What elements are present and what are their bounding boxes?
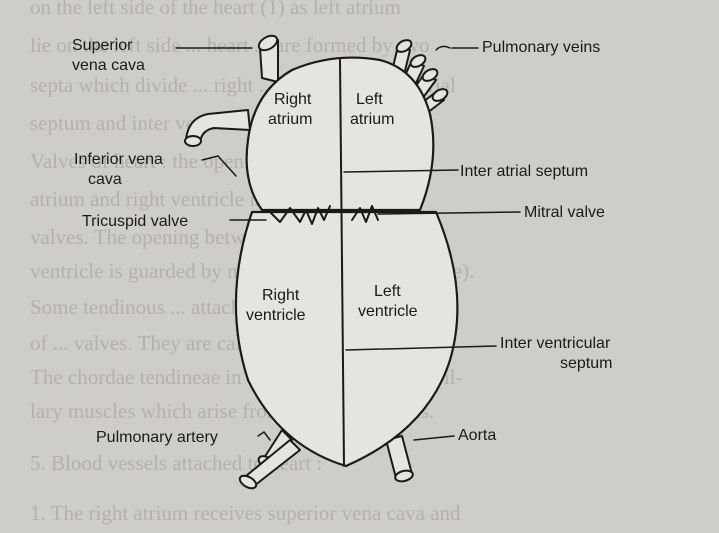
- aorta-vessel: [385, 435, 414, 483]
- label-superior-vena-cava: Superior: [72, 37, 133, 54]
- label-pulmonary-artery: Pulmonary artery: [96, 429, 218, 446]
- leader-aorta: [413, 435, 455, 441]
- label-inferior-vena-cava-2: cava: [88, 171, 122, 188]
- septum-line: [339, 59, 345, 467]
- pulmonary-artery-vessel: [238, 429, 301, 490]
- label-superior-vena-cava-2: vena cava: [72, 57, 145, 74]
- label-inferior-vena-cava: Inferior vena: [74, 151, 163, 168]
- label-right-atrium-2: atrium: [268, 111, 312, 128]
- label-pulmonary-veins: Pulmonary veins: [482, 39, 600, 56]
- leader-inter-ventricular-septum: [345, 345, 497, 351]
- ventricles-outline: [234, 210, 459, 468]
- label-tricuspid-valve: Tricuspid valve: [82, 213, 188, 230]
- leader-inferior-vena-cava: [201, 155, 237, 177]
- tricuspid-valve: [269, 205, 331, 225]
- label-inter-atrial-septum: Inter atrial septum: [460, 163, 588, 180]
- label-left-ventricle-2: ventricle: [358, 303, 418, 320]
- label-inter-ventricular-septum-2: septum: [560, 355, 612, 372]
- leader-pulmonary-veins: [435, 45, 451, 51]
- mitral-valve: [351, 205, 379, 223]
- background-line: on the left side of the heart (1) as lef…: [30, 0, 401, 19]
- background-line: 1. The right atrium receives superior ve…: [30, 501, 461, 525]
- label-left-atrium: Left: [356, 91, 383, 108]
- leader-pulmonary-artery: [257, 430, 271, 441]
- label-aorta: Aorta: [458, 427, 496, 444]
- superior-vena-cava-opening: [257, 34, 279, 52]
- label-left-atrium-2: atrium: [350, 111, 394, 128]
- background-line: lie on the left side ... heart ... are f…: [30, 33, 429, 57]
- label-left-ventricle: Left: [374, 283, 401, 300]
- label-right-ventricle: Right: [262, 287, 300, 304]
- label-inter-ventricular-septum: Inter ventricular: [500, 335, 611, 352]
- leader-inter-atrial-septum: [343, 169, 459, 173]
- label-right-atrium: Right: [274, 91, 312, 108]
- inferior-vena-cava-opening: [184, 135, 202, 147]
- leader-mitral-valve: [377, 211, 521, 215]
- label-right-ventricle-2: ventricle: [246, 307, 306, 324]
- label-mitral-valve: Mitral valve: [524, 204, 605, 221]
